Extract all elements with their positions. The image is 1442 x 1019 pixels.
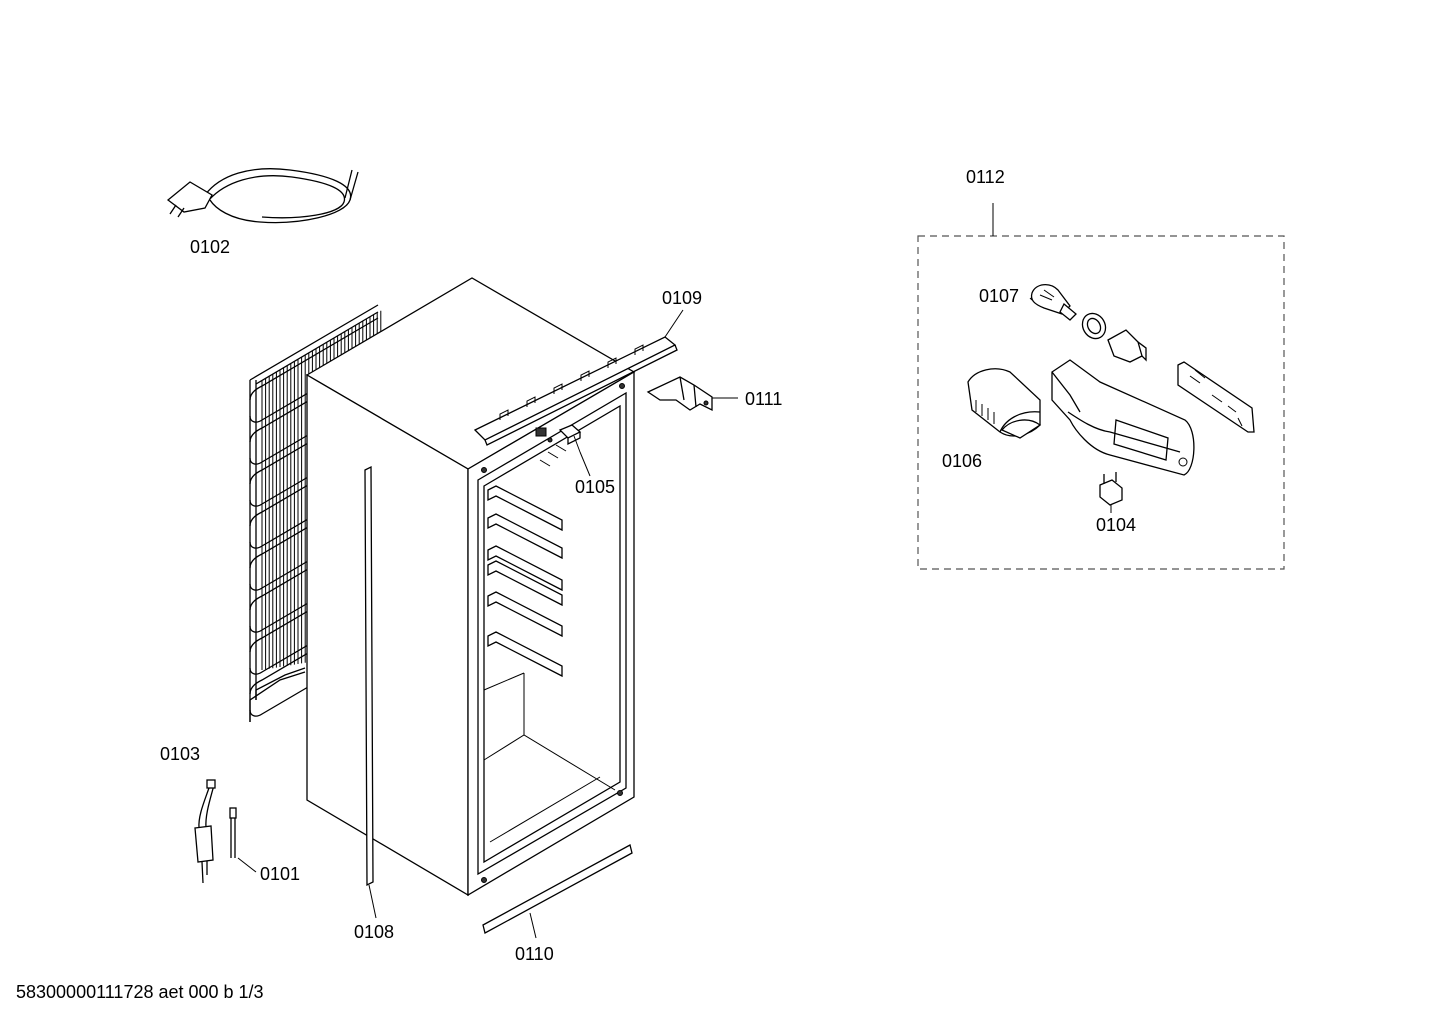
part-label-0101: 0101 [260, 864, 300, 884]
thermostat-sensor-part [194, 779, 216, 884]
lamp-cover-part [967, 368, 1042, 439]
part-label-0110: 0110 [515, 944, 554, 964]
bracket-tab [607, 357, 617, 368]
part-label-0112: 0112 [966, 167, 1005, 187]
shelf-edge [539, 459, 551, 467]
condenser-loop [249, 527, 379, 633]
lamp-socket-part [1107, 329, 1147, 363]
lamp-assembly-group-box [917, 203, 1285, 570]
part-label-0109: 0109 [662, 288, 702, 308]
document-code: 58300000111728 aet 000 b 1/3 [16, 982, 264, 1002]
shelf [487, 631, 563, 678]
condenser-loop [249, 401, 379, 507]
bracket-tab [526, 396, 536, 407]
condenser-loop [249, 443, 379, 549]
lamp-bulb-part [1030, 284, 1077, 321]
part-label-0108: 0108 [354, 922, 394, 942]
shelf [487, 485, 563, 532]
condenser-loop [249, 485, 379, 591]
lamp-housing-part [1051, 359, 1195, 476]
hinge-part [646, 376, 713, 412]
shelf [487, 545, 563, 592]
leader-lines [237, 297, 1112, 939]
bracket-tab [499, 409, 509, 420]
condenser-loop [249, 359, 379, 465]
bottom-strip-part [482, 844, 633, 934]
power-cord-part [166, 168, 359, 224]
part-label-0106: 0106 [942, 451, 982, 471]
shelf [487, 591, 563, 638]
cabinet-body [305, 277, 636, 897]
bracket-tab [634, 344, 644, 355]
bracket-tab [553, 383, 563, 394]
part-label-0111: 0111 [745, 389, 782, 409]
door-switch-part [558, 424, 582, 453]
part-label-0105: 0105 [575, 477, 615, 497]
top-bracket-strip-part [473, 336, 678, 446]
shelf [487, 513, 563, 560]
part-label-0104: 0104 [1096, 515, 1136, 535]
part-label-0107: 0107 [979, 286, 1019, 306]
condenser-loop [249, 317, 379, 423]
temperature-sensor-part [229, 807, 237, 858]
shelf [487, 560, 563, 607]
condenser-loop [249, 569, 379, 675]
shelf-edge [555, 444, 567, 452]
shelf-edge [547, 451, 559, 459]
vertical-seal-strip-part [364, 465, 374, 887]
part-label-0102: 0102 [190, 237, 230, 257]
lamp-ring-part [1081, 312, 1107, 340]
bracket-tab [580, 370, 590, 381]
connector-part [1099, 472, 1123, 506]
part-label-0103: 0103 [160, 744, 200, 764]
control-board-part [1177, 361, 1255, 433]
